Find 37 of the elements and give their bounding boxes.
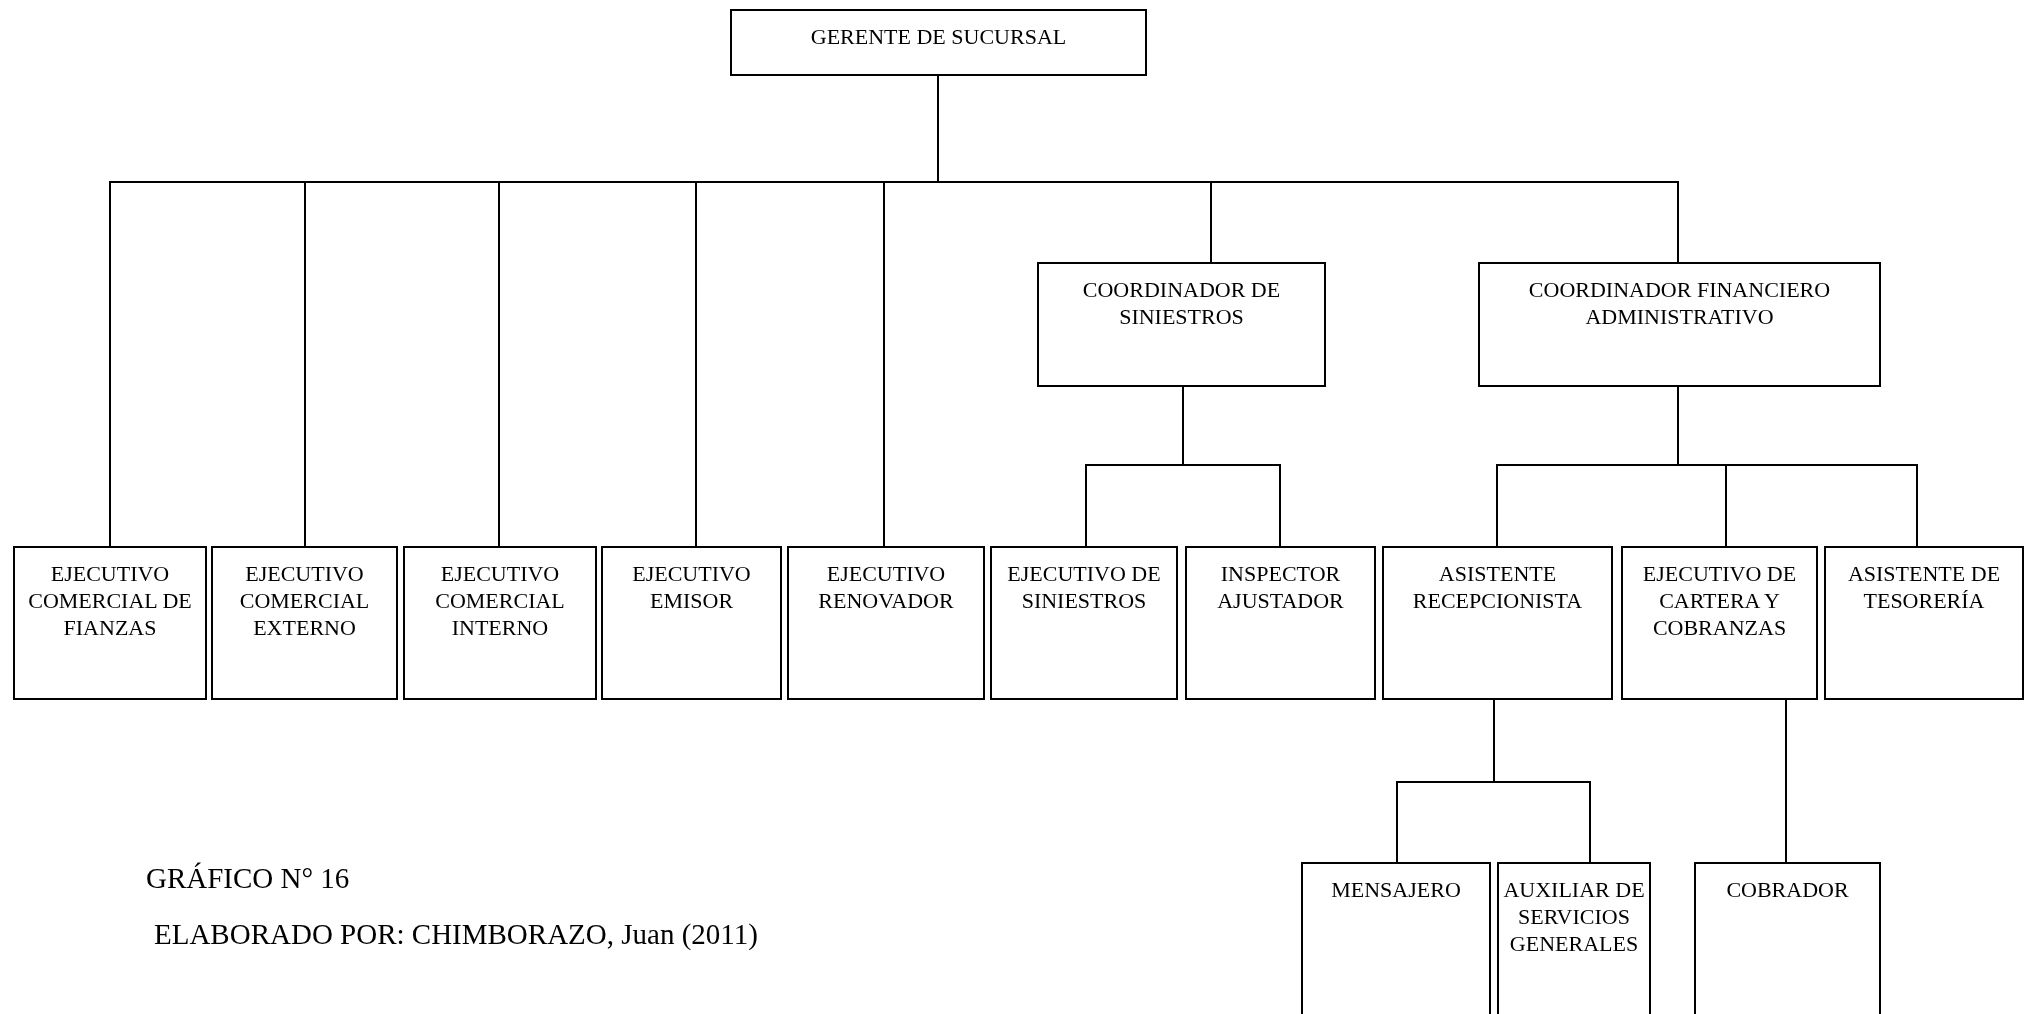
org-box [1621,546,1818,700]
org-box [990,546,1178,700]
role-title: AUXILIAR DE SERVICIOS GENERALES [1502,876,1646,957]
role-title: INSPECTOR AJUSTADOR [1216,560,1345,614]
org-box [601,546,782,700]
role-title: COORDINADOR DE SINIESTROS [1081,276,1282,330]
role-title: COBRADOR [1725,876,1850,903]
role-title: EJECUTIVO EMISOR [631,560,752,614]
role-title: EJECUTIVO COMERCIAL EXTERNO [238,560,371,641]
role-title: MENSAJERO [1330,876,1462,903]
org-box [1824,546,2024,700]
org-box [403,546,597,700]
connector-line [1182,386,1281,547]
org-box [1497,862,1651,1014]
org-box [730,9,1147,76]
org-box [1301,862,1491,1014]
org-box [787,546,985,700]
role-title: EJECUTIVO RENOVADOR [817,560,955,614]
figure-number: GRÁFICO N° 16 [146,862,350,895]
role-title: EJECUTIVO COMERCIAL DE FIANZAS [27,560,193,641]
author-note: ELABORADO POR: CHIMBORAZO, Juan (2011) [154,918,758,951]
role-title: ASISTENTE RECEPCIONISTA [1411,560,1584,614]
role-title: EJECUTIVO DE SINIESTROS [1006,560,1162,614]
org-box [1382,546,1613,700]
org-box [13,546,207,700]
org-box [1478,262,1881,387]
org-box [1185,546,1376,700]
org-box [1694,862,1881,1014]
role-title: COORDINADOR FINANCIERO ADMINISTRATIVO [1527,276,1832,330]
connector-line [1493,699,1591,863]
role-title: EJECUTIVO COMERCIAL INTERNO [434,560,566,641]
role-title: ASISTENTE DE TESORERÍA [1846,560,2002,614]
connector-line [1785,699,1787,863]
org-box [1037,262,1326,387]
role-title: GERENTE DE SUCURSAL [809,23,1068,50]
role-title: EJECUTIVO DE CARTERA Y COBRANZAS [1641,560,1798,641]
org-box [211,546,398,700]
